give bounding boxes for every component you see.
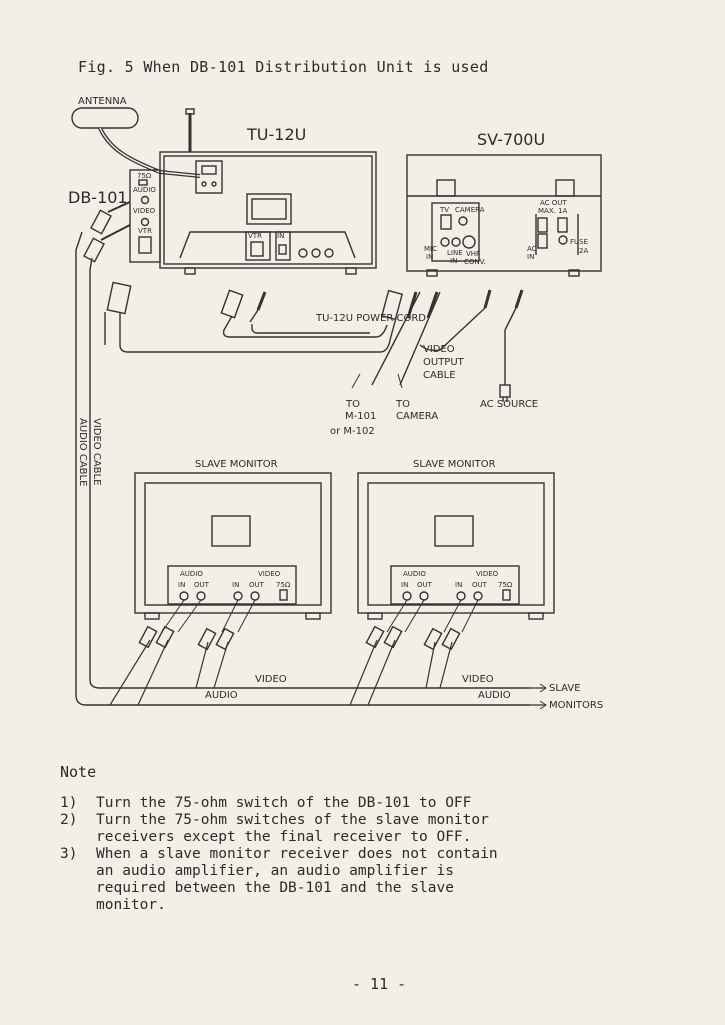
- db101-video-label: VIDEO: [133, 207, 156, 215]
- note-number: 2): [60, 812, 78, 828]
- note-heading: Note: [60, 763, 97, 781]
- note-number: 3): [60, 846, 78, 862]
- svg-text:CABLE: CABLE: [423, 370, 456, 381]
- svg-text:OUT: OUT: [194, 581, 210, 589]
- svg-text:AUDIO: AUDIO: [180, 570, 203, 578]
- svg-text:IN: IN: [450, 257, 457, 265]
- svg-text:CONV.: CONV.: [464, 258, 486, 266]
- slave-monitor-1: [134, 472, 332, 614]
- slave-monitor-2-label: SLAVE MONITOR: [413, 459, 496, 470]
- tu12u-label: TU-12U: [246, 125, 306, 144]
- svg-text:VIDEO: VIDEO: [258, 570, 281, 578]
- svg-text:AUDIO: AUDIO: [205, 690, 238, 701]
- svg-text:CAMERA: CAMERA: [396, 411, 438, 422]
- audio-cable-label: AUDIO CABLE: [77, 418, 88, 486]
- note-item: 2) Turn the 75-ohm switches of the slave…: [60, 812, 520, 846]
- svg-text:IN: IN: [527, 253, 534, 261]
- svg-text:VIDEO: VIDEO: [255, 674, 287, 685]
- svg-text:VIDEO: VIDEO: [476, 570, 499, 578]
- audio-plug-icon: [90, 209, 112, 235]
- video-cable-label: VIDEO CABLE: [91, 418, 102, 485]
- plug-icon: [365, 625, 385, 649]
- figure-caption: Fig. 5 When DB-101 Distribution Unit is …: [78, 58, 489, 76]
- svg-text:2A: 2A: [579, 247, 588, 255]
- svg-text:TV: TV: [439, 206, 449, 214]
- svg-text:AUDIO: AUDIO: [403, 570, 426, 578]
- slave-monitor-2: [357, 472, 555, 614]
- svg-text:IN: IN: [401, 581, 408, 589]
- svg-text:IN: IN: [426, 253, 433, 261]
- svg-text:IN: IN: [232, 581, 239, 589]
- tu12u-panel: [246, 193, 292, 225]
- tu12u-vtr-label: VTR: [248, 232, 262, 240]
- svg-text:TO: TO: [345, 399, 360, 410]
- plug-icon: [138, 625, 158, 649]
- db101-label: DB-101: [68, 188, 128, 207]
- sv700u-label: SV-700U: [477, 130, 545, 149]
- slave-monitor-1-label: SLAVE MONITOR: [195, 459, 278, 470]
- sv700u-unit: [406, 154, 602, 272]
- svg-text:AC OUT: AC OUT: [540, 199, 567, 207]
- svg-text:OUT: OUT: [472, 581, 488, 589]
- notes-list: 1) Turn the 75-ohm switch of the DB-101 …: [60, 795, 520, 914]
- plug-icon: [441, 627, 461, 651]
- video-plug-icon: [83, 237, 105, 263]
- note-text: Turn the 75-ohm switch of the DB-101 to …: [96, 795, 472, 811]
- svg-text:IN: IN: [178, 581, 185, 589]
- svg-text:OUT: OUT: [417, 581, 433, 589]
- ac-source-label: AC SOURCE: [480, 399, 538, 410]
- plug-icon: [155, 625, 175, 649]
- note-text: Turn the 75-ohm switches of the slave mo…: [96, 812, 489, 845]
- tu12u-jack-icon: [311, 248, 321, 258]
- page-number: - 11 -: [352, 975, 407, 993]
- plug-icon: [423, 627, 443, 651]
- svg-text:LINE: LINE: [447, 249, 463, 257]
- antenna-icon: [71, 107, 139, 129]
- svg-text:TO: TO: [395, 399, 410, 410]
- tu12u-in-label: IN: [277, 232, 284, 240]
- svg-text:M-101: M-101: [345, 411, 376, 422]
- svg-text:or M-102: or M-102: [330, 426, 375, 437]
- db101-vtr-label: VTR: [138, 227, 152, 235]
- power-cord-label: TU-12U POWER CORD: [315, 313, 426, 324]
- svg-text:AUDIO: AUDIO: [478, 690, 511, 701]
- db101-audio-label: AUDIO: [133, 186, 156, 194]
- note-text: When a slave monitor receiver does not c…: [96, 846, 498, 913]
- tu12u-jack-icon: [324, 248, 334, 258]
- svg-text:MIC: MIC: [424, 245, 437, 253]
- svg-text:SLAVE: SLAVE: [549, 683, 581, 694]
- svg-text:75Ω: 75Ω: [276, 581, 291, 589]
- connection-diagram: ANTENNA TU-12U VTR IN DB-101 75Ω AUDIO: [68, 96, 603, 711]
- plug-icon: [197, 627, 217, 651]
- antenna-label: ANTENNA: [78, 96, 127, 107]
- note-number: 1): [60, 795, 78, 811]
- svg-text:75Ω: 75Ω: [498, 581, 513, 589]
- svg-text:MONITORS: MONITORS: [549, 700, 603, 711]
- note-item: 3) When a slave monitor receiver does no…: [60, 846, 520, 914]
- tu12u-unit: [159, 151, 377, 269]
- db101-video-jack-icon: [140, 217, 150, 227]
- plug-icon: [215, 627, 235, 651]
- tu12u-antenna-terminal: [195, 160, 223, 194]
- plug-icon: [383, 625, 403, 649]
- svg-text:CAMERA: CAMERA: [455, 206, 485, 214]
- svg-text:AC: AC: [527, 245, 537, 253]
- svg-text:FUSE: FUSE: [570, 238, 588, 246]
- svg-text:IN: IN: [455, 581, 462, 589]
- svg-text:MAX. 1A: MAX. 1A: [538, 207, 568, 215]
- db101-audio-jack-icon: [140, 195, 150, 205]
- ac-plug-icon: [499, 384, 511, 398]
- plug-icon: [220, 289, 244, 319]
- tu12u-jack-icon: [298, 248, 308, 258]
- db101-power-plug-icon: [106, 281, 132, 315]
- svg-text:VIDEO: VIDEO: [462, 674, 494, 685]
- db101-unit: [129, 169, 161, 263]
- svg-text:OUTPUT: OUTPUT: [423, 357, 465, 368]
- svg-text:OUT: OUT: [249, 581, 265, 589]
- note-item: 1) Turn the 75-ohm switch of the DB-101 …: [60, 795, 520, 812]
- svg-text:VHF: VHF: [466, 250, 480, 258]
- svg-text:75Ω: 75Ω: [137, 172, 152, 180]
